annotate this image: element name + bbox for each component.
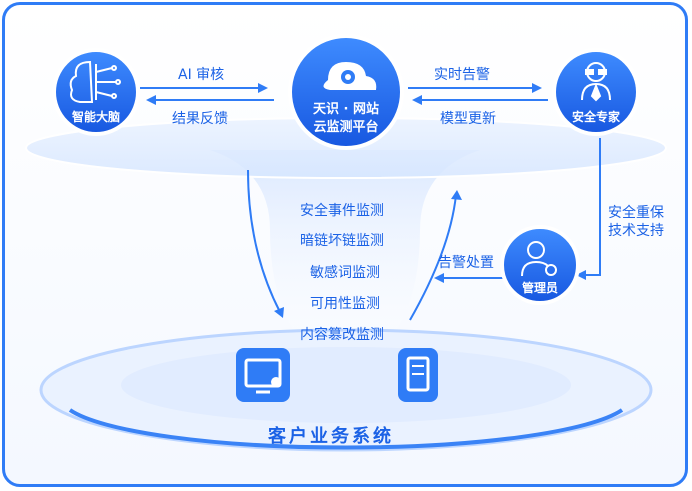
monitoring-item-4: 可用性监测 bbox=[310, 296, 380, 312]
flow-support-line1: 安全重保 bbox=[608, 205, 664, 221]
brain-label: 智能大脑 bbox=[71, 110, 120, 124]
admin-label: 管理员 bbox=[521, 281, 558, 295]
customer-system-label: 客户业务系统 bbox=[268, 426, 394, 447]
flow-realtime-alert: 实时告警 bbox=[434, 67, 490, 83]
platform-node bbox=[288, 34, 404, 150]
cloud-eye-icon bbox=[323, 62, 377, 90]
expert-label: 安全专家 bbox=[571, 110, 620, 124]
admin-node bbox=[500, 225, 580, 305]
flow-support-line2: 技术支持 bbox=[608, 223, 664, 239]
brain-icon bbox=[69, 60, 121, 103]
bottom-ellipse-inner bbox=[121, 347, 571, 423]
flow-ai-review: AI 审核 bbox=[178, 67, 225, 83]
funnel bbox=[210, 150, 480, 340]
platform-label-line1: 天识 · 网站 bbox=[313, 102, 379, 117]
flow-model-update: 模型更新 bbox=[440, 111, 496, 127]
flow-alert-handling: 告警处置 bbox=[438, 255, 494, 271]
flow-result-feedback: 结果反馈 bbox=[172, 111, 228, 127]
monitoring-item-3: 敏感词监测 bbox=[310, 265, 380, 281]
monitor-icon bbox=[236, 348, 290, 402]
monitoring-item-5: 内容篡改监测 bbox=[300, 327, 384, 343]
expert-icon bbox=[581, 62, 611, 102]
server-icon bbox=[398, 348, 438, 402]
admin-gear-icon bbox=[521, 241, 557, 277]
monitoring-item-1: 安全事件监测 bbox=[300, 203, 384, 219]
platform-label-line2: 云监测平台 bbox=[313, 120, 379, 135]
monitoring-item-2: 暗链坏链监测 bbox=[300, 233, 384, 249]
